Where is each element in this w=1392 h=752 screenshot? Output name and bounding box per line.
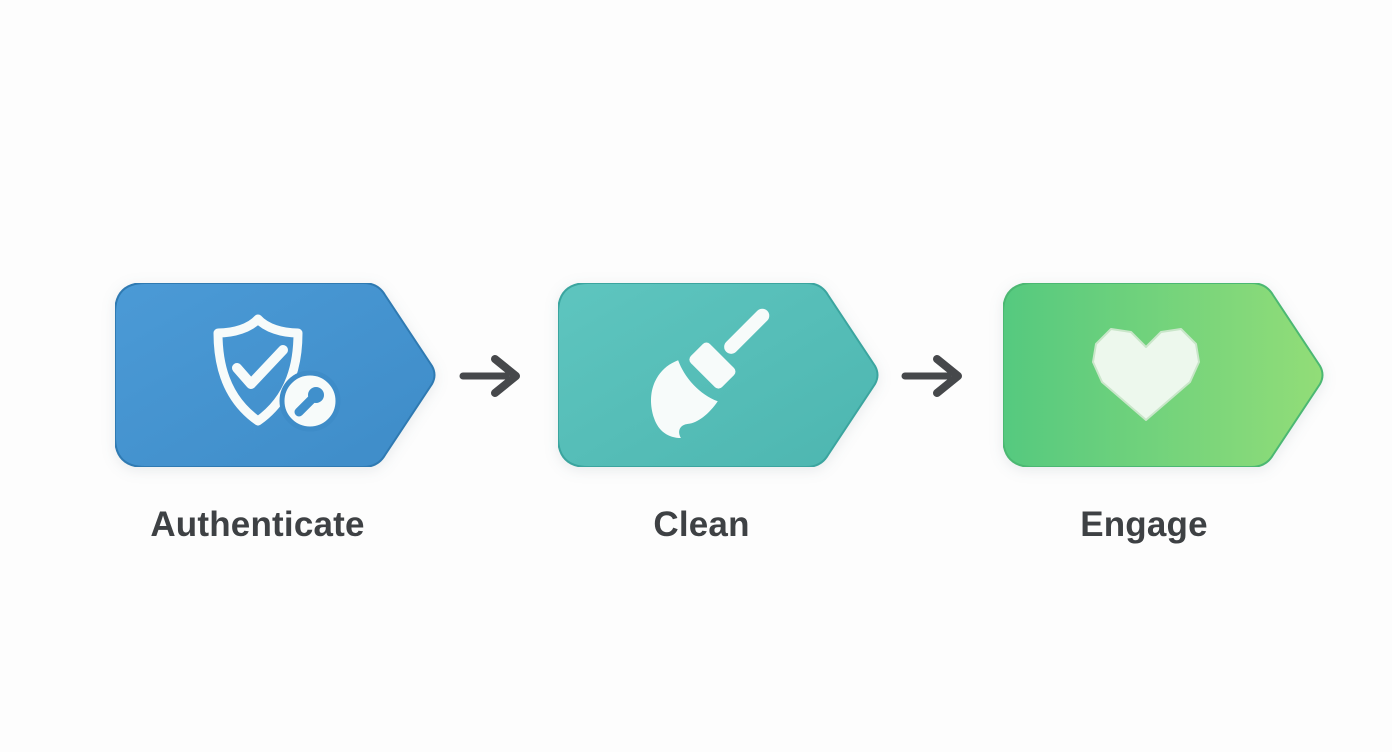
broom-icon (651, 308, 770, 439)
step-block-clean (558, 283, 879, 467)
arrow-right-icon (901, 355, 962, 397)
shield-check-key-icon (213, 314, 341, 432)
arrow-right-icon (459, 355, 520, 397)
step-block-authenticate (115, 283, 436, 467)
step-label-authenticate: Authenticate (150, 505, 365, 544)
step-label-clean: Clean (653, 505, 750, 544)
chevron-block-shape (115, 283, 436, 467)
step-label-engage: Engage (1080, 505, 1208, 544)
heart-icon (1092, 328, 1200, 421)
step-block-engage (1003, 283, 1324, 467)
